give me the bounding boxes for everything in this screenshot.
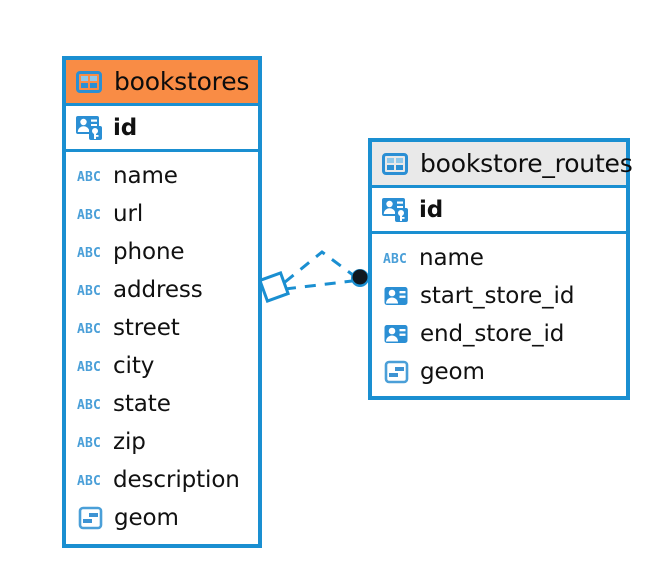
field-label-phone: phone: [113, 239, 185, 265]
field-row-description[interactable]: ABC description: [66, 461, 258, 499]
field-row-end-store-id[interactable]: end_store_id: [372, 315, 626, 353]
field-row-geom[interactable]: geom: [66, 499, 258, 537]
svg-text:ABC: ABC: [383, 252, 407, 265]
field-row-city[interactable]: ABC city: [66, 347, 258, 385]
field-label-state: state: [113, 391, 171, 417]
entity-bookstores[interactable]: bookstores id: [62, 56, 262, 548]
field-label-address: address: [113, 277, 203, 303]
text-abc-icon: ABC: [76, 241, 103, 263]
entity-bookstores-header[interactable]: bookstores: [66, 60, 258, 106]
svg-text:ABC: ABC: [77, 398, 101, 411]
relationship-circle-ring: [351, 269, 369, 287]
field-row-url[interactable]: ABC url: [66, 195, 258, 233]
entity-bookstores-field-list: ABC name ABC url ABC p: [66, 152, 258, 543]
field-label-name: name: [419, 245, 484, 271]
text-abc-icon: ABC: [76, 469, 103, 491]
text-abc-icon: ABC: [382, 247, 409, 269]
foreign-key-icon: [382, 320, 410, 348]
entity-bookstore-routes-primary-key-row[interactable]: id: [372, 188, 626, 234]
entity-bookstore-routes[interactable]: bookstore_routes id: [368, 138, 633, 400]
svg-text:ABC: ABC: [77, 436, 101, 449]
entity-bookstore-routes-title: bookstore_routes: [420, 149, 633, 178]
text-abc-icon: ABC: [76, 431, 103, 453]
field-row-geom[interactable]: geom: [372, 353, 626, 391]
field-label-url: url: [113, 201, 144, 227]
text-abc-icon: ABC: [76, 279, 103, 301]
svg-text:ABC: ABC: [77, 208, 101, 221]
field-label-id: id: [113, 114, 138, 141]
field-row-street[interactable]: ABC street: [66, 309, 258, 347]
table-icon: [75, 68, 103, 96]
geometry-icon: [76, 504, 104, 532]
svg-text:ABC: ABC: [77, 360, 101, 373]
svg-text:ABC: ABC: [77, 474, 101, 487]
geometry-icon: [382, 358, 410, 386]
svg-text:ABC: ABC: [77, 284, 101, 297]
field-label-description: description: [113, 467, 240, 493]
primary-key-icon: [75, 114, 103, 142]
entity-bookstores-title: bookstores: [114, 67, 250, 96]
text-abc-icon: ABC: [76, 393, 103, 415]
field-row-state[interactable]: ABC state: [66, 385, 258, 423]
text-abc-icon: ABC: [76, 203, 103, 225]
field-label-zip: zip: [113, 429, 146, 455]
primary-key-icon: [381, 196, 409, 224]
field-row-name[interactable]: ABC name: [372, 239, 626, 277]
svg-text:ABC: ABC: [77, 170, 101, 183]
relationship-line-lower: [284, 279, 353, 291]
text-abc-icon: ABC: [76, 165, 103, 187]
relationship-line-upper: [284, 250, 358, 284]
field-label-geom: geom: [114, 505, 179, 531]
field-label-name: name: [113, 163, 178, 189]
field-label-geom: geom: [420, 359, 485, 385]
field-row-phone[interactable]: ABC phone: [66, 233, 258, 271]
field-row-start-store-id[interactable]: start_store_id: [372, 277, 626, 315]
table-icon: [381, 150, 409, 178]
entity-bookstore-routes-header[interactable]: bookstore_routes: [372, 142, 633, 188]
entity-bookstores-primary-key-row[interactable]: id: [66, 106, 258, 152]
text-abc-icon: ABC: [76, 355, 103, 377]
svg-text:ABC: ABC: [77, 322, 101, 335]
relationship-circle-marker: [352, 269, 368, 285]
field-row-name[interactable]: ABC name: [66, 157, 258, 195]
field-label-street: street: [113, 315, 180, 341]
field-row-zip[interactable]: ABC zip: [66, 423, 258, 461]
foreign-key-icon: [382, 282, 410, 310]
relationship-diamond-marker: [257, 270, 291, 304]
field-label-start-store-id: start_store_id: [420, 283, 575, 309]
field-label-end-store-id: end_store_id: [420, 321, 565, 347]
entity-bookstore-routes-field-list: ABC name start_store_id: [372, 234, 626, 397]
field-label-city: city: [113, 353, 155, 379]
svg-text:ABC: ABC: [77, 246, 101, 259]
text-abc-icon: ABC: [76, 317, 103, 339]
field-label-id: id: [419, 196, 444, 223]
field-row-address[interactable]: ABC address: [66, 271, 258, 309]
